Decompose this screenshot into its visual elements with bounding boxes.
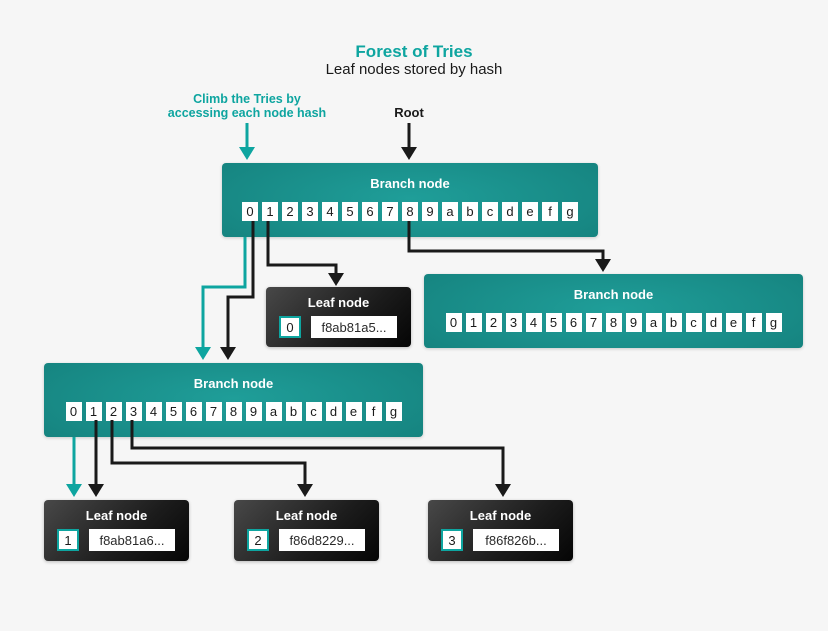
- hex-cell: 6: [565, 313, 582, 332]
- leaf-node-title: Leaf node: [275, 508, 338, 523]
- hex-cell: a: [265, 402, 282, 421]
- leaf-node-row: 0 f8ab81a5...: [279, 316, 397, 338]
- leaf-node-0: Leaf node 0 f8ab81a5...: [266, 287, 411, 347]
- hex-cell: g: [765, 313, 782, 332]
- branch-node-title: Branch node: [370, 176, 450, 191]
- leaf-node-title: Leaf node: [469, 508, 532, 523]
- hex-cell: 9: [245, 402, 262, 421]
- hex-cell: 3: [302, 202, 318, 221]
- hex-cell: b: [285, 402, 302, 421]
- hex-cell: f: [542, 202, 558, 221]
- arrow-head-leaf3-icon: [495, 484, 511, 497]
- hex-cell: d: [705, 313, 722, 332]
- hex-cell: 6: [362, 202, 378, 221]
- hex-cell: c: [482, 202, 498, 221]
- hex-cell: 1: [85, 402, 102, 421]
- leaf-node-title: Leaf node: [85, 508, 148, 523]
- leaf-hash-value: f86f826b...: [473, 529, 559, 551]
- hex-cell: 9: [422, 202, 438, 221]
- leaf-index-cell: 3: [441, 529, 463, 551]
- hex-cell: e: [725, 313, 742, 332]
- hex-cell: 8: [605, 313, 622, 332]
- leaf-node-1: Leaf node 1 f8ab81a6...: [44, 500, 189, 561]
- climb-annotation-line1: Climb the Tries by: [193, 92, 301, 106]
- hex-cell: 2: [282, 202, 298, 221]
- hex-cell: f: [365, 402, 382, 421]
- hex-cell: e: [345, 402, 362, 421]
- page-title: Forest of Tries: [355, 42, 473, 61]
- hex-cell: 4: [525, 313, 542, 332]
- hex-cell: 4: [145, 402, 162, 421]
- hex-cell: 1: [465, 313, 482, 332]
- hex-cell: 0: [65, 402, 82, 421]
- arrow-head-right-branch-icon: [595, 259, 611, 272]
- arrow-head-lower-branch-icon: [220, 347, 236, 360]
- hex-cell: 2: [105, 402, 122, 421]
- arrow-head-leaf1-teal-icon: [66, 484, 82, 497]
- arrow-top-cell0-to-lower-branch-teal: [201, 237, 247, 347]
- hex-cell: 7: [382, 202, 398, 221]
- hex-cell: g: [562, 202, 578, 221]
- hex-cell: c: [685, 313, 702, 332]
- leaf-hash-value: f86d8229...: [279, 529, 365, 551]
- hex-cell: b: [665, 313, 682, 332]
- branch-node-title: Branch node: [193, 376, 274, 391]
- arrow-head-lower-branch-teal-icon: [195, 347, 211, 360]
- hex-cell: d: [325, 402, 342, 421]
- leaf-node-2: Leaf node 2 f86d8229...: [234, 500, 379, 561]
- page-subtitle: Leaf nodes stored by hash: [325, 61, 503, 78]
- hex-cell: 0: [445, 313, 462, 332]
- hex-cell: 6: [185, 402, 202, 421]
- hex-cell: 3: [125, 402, 142, 421]
- hex-cell: 3: [505, 313, 522, 332]
- hex-cell: 5: [545, 313, 562, 332]
- climb-arrow-head-icon: [239, 147, 255, 160]
- arrow-top-cell0-to-lower-branch: [226, 221, 255, 347]
- hex-cell: 7: [585, 313, 602, 332]
- hex-cell: f: [745, 313, 762, 332]
- hex-cell: 8: [225, 402, 242, 421]
- hex-cell: c: [305, 402, 322, 421]
- arrow-head-leaf0-icon: [328, 273, 344, 286]
- arrow-head-leaf2-icon: [297, 484, 313, 497]
- hex-cell: a: [645, 313, 662, 332]
- hex-cell: 4: [322, 202, 338, 221]
- hex-cell: b: [462, 202, 478, 221]
- climb-annotation-line2: accessing each node hash: [167, 106, 327, 120]
- root-annotation: Root: [394, 105, 424, 120]
- hex-cell: 8: [402, 202, 418, 221]
- hex-cell: g: [385, 402, 402, 421]
- hex-cell: 1: [262, 202, 278, 221]
- leaf-node-title: Leaf node: [307, 295, 370, 310]
- leaf-index-cell: 0: [279, 316, 301, 338]
- hex-cell: d: [502, 202, 518, 221]
- hex-cell: 0: [242, 202, 258, 221]
- leaf-node-row: 2 f86d8229...: [247, 529, 365, 551]
- hex-cell: 7: [205, 402, 222, 421]
- leaf-index-cell: 2: [247, 529, 269, 551]
- hex-cell: e: [522, 202, 538, 221]
- climb-annotation: Climb the Tries by accessing each node h…: [107, 92, 387, 120]
- leaf-hash-value: f8ab81a6...: [89, 529, 175, 551]
- leaf-node-row: 3 f86f826b...: [441, 529, 559, 551]
- hex-cell: 5: [342, 202, 358, 221]
- hex-cell: 5: [165, 402, 182, 421]
- leaf-node-3: Leaf node 3 f86f826b...: [428, 500, 573, 561]
- root-arrow-head-icon: [401, 147, 417, 160]
- hex-cell: a: [442, 202, 458, 221]
- leaf-hash-value: f8ab81a5...: [311, 316, 397, 338]
- leaf-index-cell: 1: [57, 529, 79, 551]
- leaf-node-row: 1 f8ab81a6...: [57, 529, 175, 551]
- hex-cell: 9: [625, 313, 642, 332]
- arrow-head-leaf1-icon: [88, 484, 104, 497]
- hex-cell: 2: [485, 313, 502, 332]
- branch-node-title: Branch node: [573, 287, 654, 302]
